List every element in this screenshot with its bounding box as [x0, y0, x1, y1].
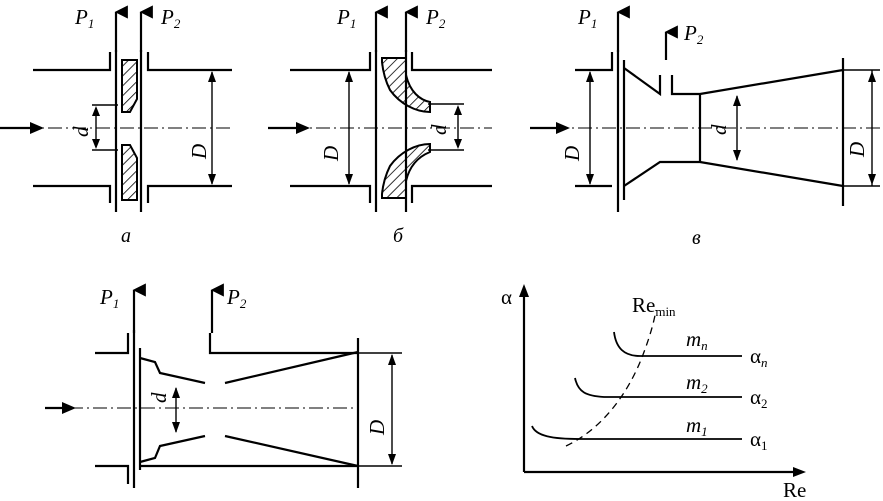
alpha-2-label: α2: [750, 385, 768, 411]
figure-v-venturi: D d D P1 P2 в: [530, 5, 883, 249]
p2-label-a: P2: [160, 5, 181, 31]
caption-b: б: [393, 225, 404, 247]
p1-label-vn: P1: [99, 285, 119, 311]
D-label-vn: D: [365, 420, 389, 436]
figure-venturi-nozzle: d D P1 P2: [45, 283, 402, 488]
alpha-1-label: α1: [750, 427, 768, 453]
d-label-a: d: [69, 126, 93, 137]
p2-label-vn: P2: [226, 285, 247, 311]
caption-a: а: [121, 225, 131, 247]
re-min-label: Remin: [632, 293, 676, 319]
alpha-re-graph: α Re Remin mn m2 m1 αn α2 α1: [501, 284, 806, 501]
p1-label-b: P1: [336, 5, 356, 31]
figure-a-orifice: d D P1 P2 а: [0, 5, 232, 247]
m-2-label: m2: [686, 370, 708, 396]
re-min-curve: [565, 309, 657, 447]
curve-1: [531, 425, 742, 440]
p2-label-b: P2: [425, 5, 446, 31]
d-label-vn: d: [147, 392, 171, 403]
D-label-v2: D: [845, 142, 869, 158]
re-axis-label: Re: [783, 478, 806, 501]
d-label-b: d: [427, 124, 451, 135]
D-label-b: D: [319, 146, 343, 162]
m-1-label: m1: [686, 413, 708, 439]
caption-v: в: [692, 227, 701, 249]
p1-label-v: P1: [577, 5, 597, 31]
D-label-a: D: [187, 144, 211, 160]
alpha-axis-label: α: [501, 285, 512, 309]
d-label-v: d: [707, 124, 731, 135]
m-n-label: mn: [686, 327, 708, 353]
figure-b-nozzle: D d P1 P2 б: [268, 5, 492, 247]
curve-2: [574, 377, 742, 398]
alpha-n-label: αn: [750, 344, 768, 370]
curve-n: [613, 331, 742, 357]
D-label-v1: D: [560, 146, 584, 162]
p1-label-a: P1: [74, 5, 94, 31]
p2-label-v: P2: [683, 21, 704, 47]
